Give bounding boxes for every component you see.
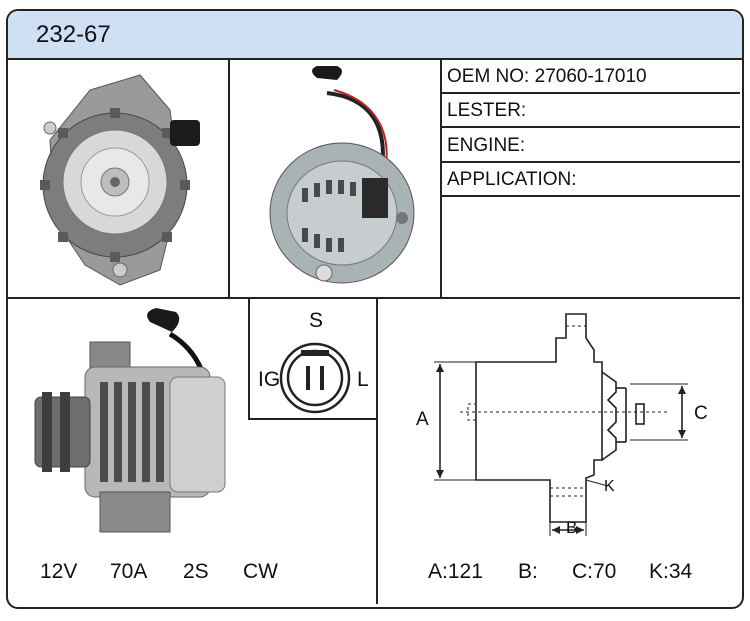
terminal-ig-label: IG — [258, 368, 281, 391]
dimension-c-label: C — [694, 403, 708, 424]
header-bar: 232-67 — [8, 11, 742, 60]
spec-amperage: 70A — [110, 560, 148, 583]
divider-v3 — [376, 298, 378, 604]
dimension-k-value: K:34 — [649, 560, 693, 583]
spec-row-line-4 — [441, 195, 740, 197]
dimension-b-value: B: — [518, 560, 538, 583]
terminal-l-label: L — [357, 368, 369, 391]
oem-row: OEM NO: 27060-17010 — [447, 66, 647, 88]
application-label: APPLICATION: — [447, 169, 577, 190]
connector-box-left — [248, 298, 250, 420]
dimension-drawing — [434, 313, 688, 536]
application-row: APPLICATION: — [447, 169, 577, 191]
connector-diagram — [279, 342, 351, 414]
dimension-a-value: A:121 — [428, 560, 483, 583]
dimension-b-label: B — [566, 518, 578, 537]
terminal-s-label: S — [309, 309, 324, 332]
alternator-side-image — [34, 308, 226, 533]
spec-row-line-2 — [441, 126, 740, 128]
spec-row-line-1 — [441, 92, 740, 94]
dimension-c-value: C:70 — [572, 560, 617, 583]
alternator-front-image — [40, 74, 200, 286]
spec-rotation: CW — [243, 560, 278, 583]
divider-v2 — [440, 58, 442, 298]
connector-box-bottom — [248, 418, 378, 420]
alternator-rear-image — [269, 66, 415, 284]
dimension-a-label: A — [416, 409, 429, 430]
engine-label: ENGINE: — [447, 135, 526, 156]
divider-h-middle — [8, 297, 740, 299]
spec-row-line-3 — [441, 161, 740, 163]
oem-value: 27060-17010 — [534, 66, 647, 87]
divider-v1 — [228, 58, 230, 298]
engine-row: ENGINE: — [447, 135, 525, 157]
spec-voltage: 12V — [40, 560, 78, 583]
lester-label: LESTER: — [447, 100, 527, 121]
lester-row: LESTER: — [447, 100, 526, 122]
part-number-title: 232-67 — [36, 21, 111, 48]
spec-groove: 2S — [183, 560, 209, 583]
dimension-k-label: K — [604, 478, 615, 495]
oem-label: OEM NO: — [447, 66, 530, 87]
